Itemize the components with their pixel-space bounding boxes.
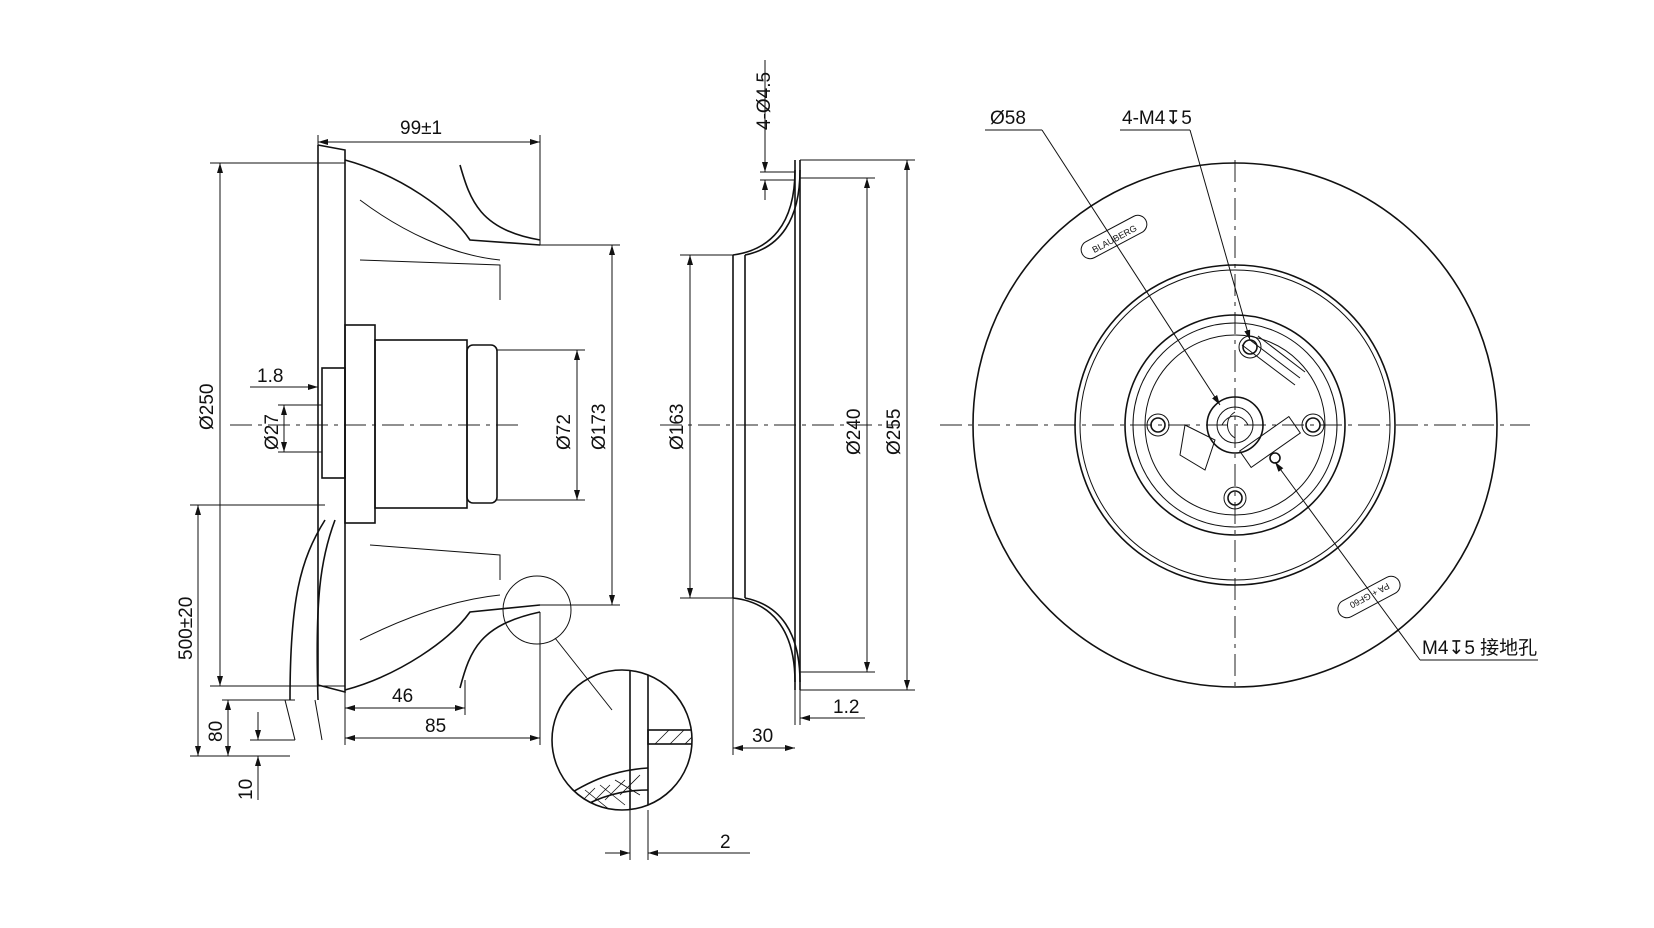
dim-overall-depth: 99±1 bbox=[400, 118, 442, 139]
blade-2 bbox=[359, 259, 501, 300]
shroud-upper bbox=[344, 159, 541, 246]
detail-flange bbox=[647, 729, 692, 745]
front-view: BLAUBERG PA + GF60 Ø58 4-M4↧5 M4↧5 接地孔 bbox=[940, 108, 1538, 690]
dim-motor-bore: Ø27 bbox=[262, 414, 283, 450]
dim-bolt-circle: Ø240 bbox=[844, 409, 865, 455]
wire-end-2 bbox=[314, 699, 323, 741]
ring-bell-upper bbox=[732, 169, 796, 256]
hub-ring bbox=[1144, 334, 1326, 516]
shroud-upper-lip bbox=[459, 164, 541, 241]
dim-ground-hole: M4↧5 接地孔 bbox=[1422, 637, 1537, 659]
cable-1 bbox=[289, 519, 326, 701]
mount-hole-right bbox=[1305, 417, 1321, 433]
dim-lead-strip: 80 bbox=[206, 721, 227, 742]
dim-hub-diameter: Ø58 bbox=[990, 108, 1026, 129]
shaft-circle bbox=[1206, 396, 1264, 454]
brand-text: BLAUBERG bbox=[1091, 223, 1139, 255]
detail-marker bbox=[502, 575, 572, 645]
shaft-inner bbox=[1216, 406, 1254, 444]
mount-hole-bottom bbox=[1227, 490, 1243, 506]
dim-ring-flange-thickness: 1.2 bbox=[833, 697, 859, 718]
dim-hole-spec: 4-Ø4.5 bbox=[754, 72, 775, 130]
motor-cap bbox=[466, 344, 498, 504]
detail-leader bbox=[554, 637, 613, 711]
motor-window bbox=[1179, 424, 1216, 471]
dim-throat-diameter: Ø163 bbox=[667, 404, 688, 450]
inlet-ring-view: 4-Ø4.5 Ø163 Ø240 Ø255 1.2 30 bbox=[660, 60, 915, 755]
detail-blade-inner bbox=[559, 789, 649, 810]
shroud-lower-lip bbox=[459, 611, 541, 689]
dim-blade-depth: 85 bbox=[425, 716, 446, 737]
rating-label bbox=[1238, 415, 1302, 469]
impeller-outer-circle bbox=[972, 162, 1498, 688]
dim-ring-depth: 30 bbox=[752, 726, 773, 747]
motor-shaft-seat bbox=[321, 367, 346, 479]
hub-circle bbox=[1124, 314, 1346, 536]
rotor-icon bbox=[1221, 411, 1249, 439]
blade-4 bbox=[359, 594, 501, 641]
ring-bell-upper-in bbox=[744, 169, 801, 256]
detail-blade-outer bbox=[559, 767, 649, 801]
dim-impeller-diameter: Ø250 bbox=[197, 384, 218, 430]
dim-wire-strip: 10 bbox=[236, 779, 257, 800]
shroud-lower bbox=[344, 604, 541, 691]
inlet-circle bbox=[1074, 264, 1396, 586]
inlet-circle-inner bbox=[1079, 269, 1391, 581]
ring-bell-lower bbox=[732, 597, 796, 683]
dim-flange-thickness: 1.8 bbox=[257, 366, 283, 387]
dim-cable-length: 500±20 bbox=[176, 597, 197, 660]
dim-hub-depth: 46 bbox=[392, 686, 413, 707]
material-badge: PA + GF60 bbox=[1337, 575, 1401, 619]
dim-detail-gap: 2 bbox=[720, 832, 731, 853]
cable-channel bbox=[1241, 335, 1306, 386]
detail-circle bbox=[551, 669, 693, 811]
dim-mount-thread: 4-M4↧5 bbox=[1122, 108, 1192, 129]
dim-motor-diameter: Ø72 bbox=[554, 414, 575, 450]
detail-view: 2 bbox=[551, 669, 750, 860]
side-view: 99±1 Ø250 Ø173 Ø72 1.8 Ø27 500±20 8 bbox=[176, 118, 620, 800]
motor-body bbox=[374, 339, 468, 509]
cable-2 bbox=[316, 519, 336, 701]
brand-badge: BLAUBERG bbox=[1080, 214, 1148, 260]
mount-hole-left bbox=[1150, 417, 1166, 433]
dim-outer-diameter: Ø255 bbox=[884, 409, 905, 455]
material-text: PA + GF60 bbox=[1348, 581, 1391, 610]
blade-1 bbox=[359, 199, 501, 261]
motor-flange bbox=[344, 324, 376, 524]
ring-bell-lower-in bbox=[744, 597, 801, 683]
dim-inlet-diameter: Ø173 bbox=[589, 404, 610, 450]
wire-end-1 bbox=[284, 699, 296, 741]
hub-circle-inner bbox=[1132, 322, 1338, 528]
blade-3 bbox=[369, 544, 501, 580]
ground-hole bbox=[1269, 452, 1281, 464]
